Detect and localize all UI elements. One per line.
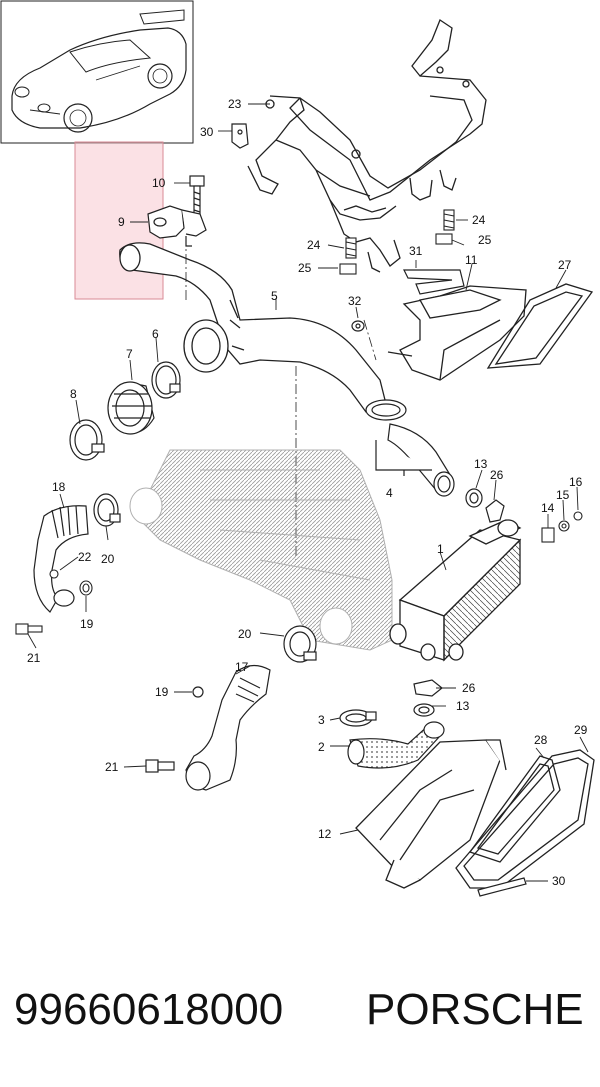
bracket-clip: [231, 123, 249, 149]
air-duct-pipe: [119, 242, 387, 413]
callout-24-right: 24: [472, 213, 486, 227]
callout-16: 16: [569, 475, 583, 489]
callout-3: 3: [318, 713, 325, 727]
gaskets-upper: [465, 488, 505, 523]
callout-15: 15: [556, 488, 570, 502]
intercooler-hose: [365, 399, 455, 497]
seal-strip-31: [403, 269, 465, 295]
clamp-3: [339, 709, 377, 727]
callout-21-upper: 21: [27, 651, 41, 665]
callout-23: 23: [228, 97, 242, 111]
callout-8: 8: [70, 387, 77, 401]
gaskets-lower: [413, 679, 443, 717]
plug-32: [351, 320, 365, 332]
car-thumbnail: [0, 0, 194, 144]
callout-labels: 1 2 3 4 5 6 7 8 9 10 11 12 13 13 14 15 1…: [27, 97, 588, 888]
callout-1: 1: [437, 542, 444, 556]
callout-18: 18: [52, 480, 66, 494]
seal-27: [486, 283, 594, 369]
callout-19-lower: 19: [155, 685, 169, 699]
callout-25-left: 25: [298, 261, 312, 275]
callout-17: 17: [235, 660, 249, 674]
hose-clamp-20-upper: [93, 493, 121, 527]
callout-21-lower: 21: [105, 760, 119, 774]
seal-28: [468, 755, 561, 863]
callout-13-upper: 13: [474, 457, 488, 471]
callout-10: 10: [152, 176, 166, 190]
air-guide-11: [387, 285, 527, 381]
callout-27: 27: [558, 258, 572, 272]
callout-25-right: 25: [478, 233, 492, 247]
callout-24-left: 24: [307, 238, 321, 252]
seal-29: [455, 749, 595, 889]
callout-14: 14: [541, 501, 555, 515]
engine-outline: [129, 449, 393, 651]
callout-2: 2: [318, 740, 325, 754]
callout-28: 28: [534, 733, 548, 747]
callout-9: 9: [118, 215, 125, 229]
callout-26-lower: 26: [462, 681, 476, 695]
corrugated-hose-17: [145, 664, 271, 791]
hose-2: [347, 721, 445, 769]
hose-clamp-8: [69, 419, 105, 461]
bolt: [189, 175, 205, 217]
callout-20-lower: 20: [238, 627, 252, 641]
callout-20-upper: 20: [101, 552, 115, 566]
callout-19-upper: 19: [80, 617, 94, 631]
callout-22: 22: [78, 550, 92, 564]
callout-5: 5: [271, 289, 278, 303]
callout-7: 7: [126, 347, 133, 361]
callout-6: 6: [152, 327, 159, 341]
bolts-and-nuts-24-25: [339, 209, 455, 275]
mounting-bracket: [147, 205, 207, 247]
callout-4: 4: [386, 486, 393, 500]
hose-clamp-20-lower: [283, 625, 317, 663]
rubber-coupler: [107, 381, 155, 435]
footer: 99660618000 PORSCHE: [0, 975, 600, 1045]
sensor-and-nuts: [541, 511, 583, 543]
hose-clamp-6: [151, 361, 181, 399]
small-parts-left: [15, 569, 93, 635]
exploded-parts-diagram: 1 2 3 4 5 6 7 8 9 10 11 12 13 13 14 15 1…: [0, 0, 595, 897]
callout-30-upper: 30: [200, 125, 214, 139]
callout-30-lower: 30: [552, 874, 566, 888]
callout-leader-lines: [27, 103, 589, 882]
callout-31: 31: [409, 244, 423, 258]
callout-29: 29: [574, 723, 588, 737]
intercooler: [389, 519, 522, 662]
brand-name: PORSCHE: [366, 985, 584, 1034]
part-number: 99660618000: [14, 985, 284, 1034]
callout-12: 12: [318, 827, 332, 841]
upper-bracket-frame: [247, 19, 487, 273]
callout-26-upper: 26: [490, 468, 504, 482]
air-guide-duct-12: [355, 739, 507, 889]
callout-13-lower: 13: [456, 699, 470, 713]
callout-11: 11: [465, 253, 478, 267]
callout-32: 32: [348, 294, 362, 308]
seal-strip-30: [477, 877, 527, 897]
